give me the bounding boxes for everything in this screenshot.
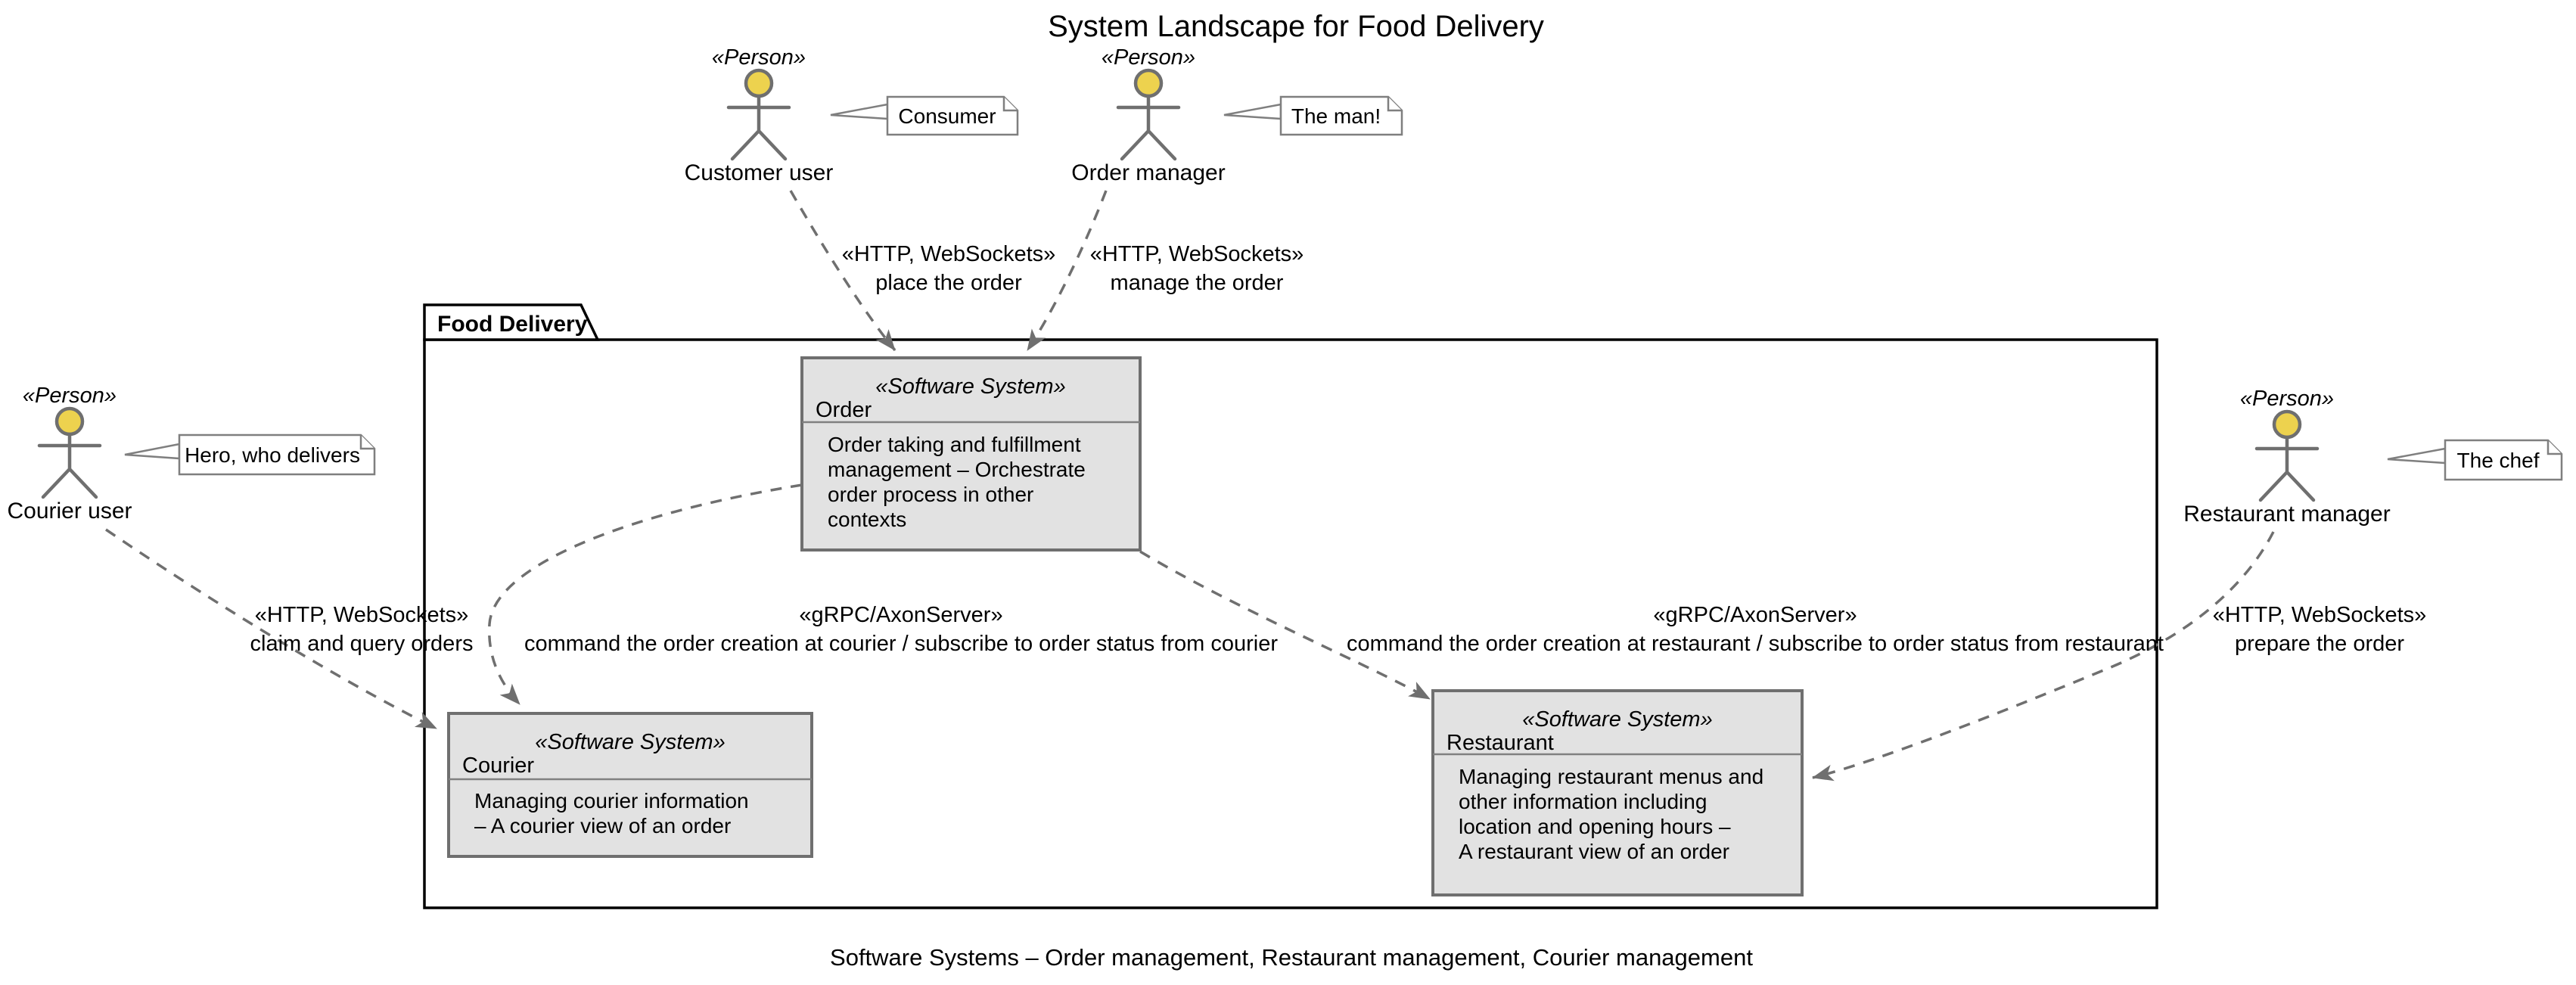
actor-restaurant-manager: «Person» Restaurant manager (2183, 387, 2391, 527)
person-icon (1133, 68, 1164, 98)
person-icon (54, 406, 85, 437)
actor-name: Order manager (1071, 160, 1225, 185)
relations (105, 190, 2275, 781)
person-body-icon (726, 94, 791, 161)
actor-stereotype: «Person» (2240, 387, 2334, 411)
relation-message: place the order (875, 271, 1022, 295)
system-order-box (800, 356, 1142, 552)
relation-labels: «HTTP, WebSockets» place the order «HTTP… (250, 242, 2427, 656)
diagram-title: System Landscape for Food Delivery (1048, 10, 1544, 43)
frame-tab (423, 303, 600, 341)
system-description-line: Managing courier information (474, 789, 749, 813)
note-body (1279, 95, 1403, 136)
relation-message: claim and query orders (250, 632, 474, 656)
frame-body (423, 338, 2158, 909)
note-body (2444, 439, 2563, 481)
relation-protocol: «gRPC/AxonServer» (1653, 603, 1857, 627)
note-the-chef: The chef (2387, 439, 2563, 481)
note-body (886, 95, 1019, 136)
relation-order-manager-to-order-line (1026, 190, 1108, 351)
system-courier: «Software System» Courier Managing couri… (447, 712, 813, 858)
system-stereotype: «Software System» (875, 374, 1065, 399)
person-icon (744, 68, 774, 98)
note-pointer (830, 103, 889, 120)
person-icon (2272, 409, 2302, 440)
actor-stereotype: «Person» (1102, 45, 1195, 70)
relation-protocol: «HTTP, WebSockets» (842, 242, 1056, 266)
person-body-icon (1116, 94, 1181, 161)
frame-label: Food Delivery (437, 312, 588, 337)
relation-message: manage the order (1111, 271, 1284, 295)
note-pointer (124, 443, 181, 460)
relation-message: command the order creation at restaurant… (1347, 632, 2164, 656)
relation-protocol: «gRPC/AxonServer» (799, 603, 1002, 627)
system-restaurant: «Software System» Restaurant Managing re… (1431, 689, 1804, 896)
note-pointer (2387, 447, 2447, 465)
system-name: Restaurant (1446, 731, 1554, 755)
note-body (178, 433, 376, 476)
actor-customer-user: «Person» Customer user (685, 45, 834, 185)
actor-stereotype: «Person» (712, 45, 806, 70)
label-customer-to-order: «HTTP, WebSockets» place the order (842, 242, 1056, 295)
system-stereotype: «Software System» (1522, 707, 1712, 732)
note-fold-icon (2546, 440, 2562, 455)
label-order-to-courier: «gRPC/AxonServer» command the order crea… (524, 603, 1278, 656)
system-description-line: location and opening hours – (1459, 815, 1731, 838)
actor-name: Courier user (7, 499, 132, 524)
system-stereotype: «Software System» (535, 730, 725, 754)
actor-name: Customer user (685, 160, 834, 185)
system-description-line: Order taking and fulfillment (828, 433, 1081, 456)
food-delivery-frame: Food Delivery (423, 303, 2158, 909)
system-description-line: A restaurant view of an order (1459, 840, 1729, 863)
relation-protocol: «HTTP, WebSockets» (2213, 603, 2427, 627)
relation-message: prepare the order (2235, 632, 2404, 656)
note-the-man: The man! (1223, 95, 1403, 136)
system-name: Courier (462, 754, 534, 778)
diagram-caption: Software Systems – Order management, Res… (830, 944, 1753, 971)
system-description-line: Managing restaurant menus and (1459, 765, 1763, 788)
system-description-line: – A courier view of an order (474, 814, 731, 837)
system-description-line: other information including (1459, 790, 1707, 813)
actor-order-manager: «Person» Order manager (1071, 45, 1225, 185)
label-restaurant-manager-to-restaurant: «HTTP, WebSockets» prepare the order (2213, 603, 2427, 656)
note-fold-icon (1387, 97, 1402, 112)
note-fold-icon (1002, 97, 1018, 112)
relation-restaurant-manager-to-restaurant-line (1812, 531, 2275, 781)
note-text: Hero, who delivers (185, 443, 360, 467)
relation-courier-user-to-courier-line (105, 528, 437, 730)
note-fold-icon (359, 435, 374, 450)
note-text: Consumer (898, 104, 996, 128)
system-description-line: management – Orchestrate (828, 458, 1086, 481)
label-order-to-restaurant: «gRPC/AxonServer» command the order crea… (1347, 603, 2164, 656)
person-body-icon (2254, 435, 2320, 502)
label-order-manager-to-order: «HTTP, WebSockets» manage the order (1090, 242, 1304, 295)
system-name: Order (816, 398, 872, 422)
relation-protocol: «HTTP, WebSockets» (1090, 242, 1304, 266)
relation-order-to-courier-line (487, 483, 803, 706)
label-courier-user-to-courier: «HTTP, WebSockets» claim and query order… (250, 603, 474, 656)
system-description-line: contexts (828, 508, 906, 531)
note-text: The man! (1291, 104, 1381, 128)
note-text: The chef (2457, 449, 2540, 472)
system-order: «Software System» Order Order taking and… (800, 356, 1142, 552)
note-pointer (1223, 103, 1282, 120)
relation-order-to-restaurant-line (1139, 550, 1431, 701)
actor-name: Restaurant manager (2183, 502, 2391, 527)
system-restaurant-box (1431, 689, 1804, 896)
relation-customer-to-order-line (789, 190, 896, 352)
actor-stereotype: «Person» (23, 384, 117, 408)
system-description-line: order process in other (828, 483, 1033, 506)
system-courier-box (447, 712, 813, 858)
relation-message: command the order creation at courier / … (524, 632, 1278, 656)
actor-courier-user: «Person» Courier user (7, 384, 132, 524)
relation-protocol: «HTTP, WebSockets» (255, 603, 469, 627)
note-hero-who-delivers: Hero, who delivers (124, 433, 376, 476)
person-body-icon (37, 432, 102, 499)
note-consumer: Consumer (830, 95, 1019, 136)
